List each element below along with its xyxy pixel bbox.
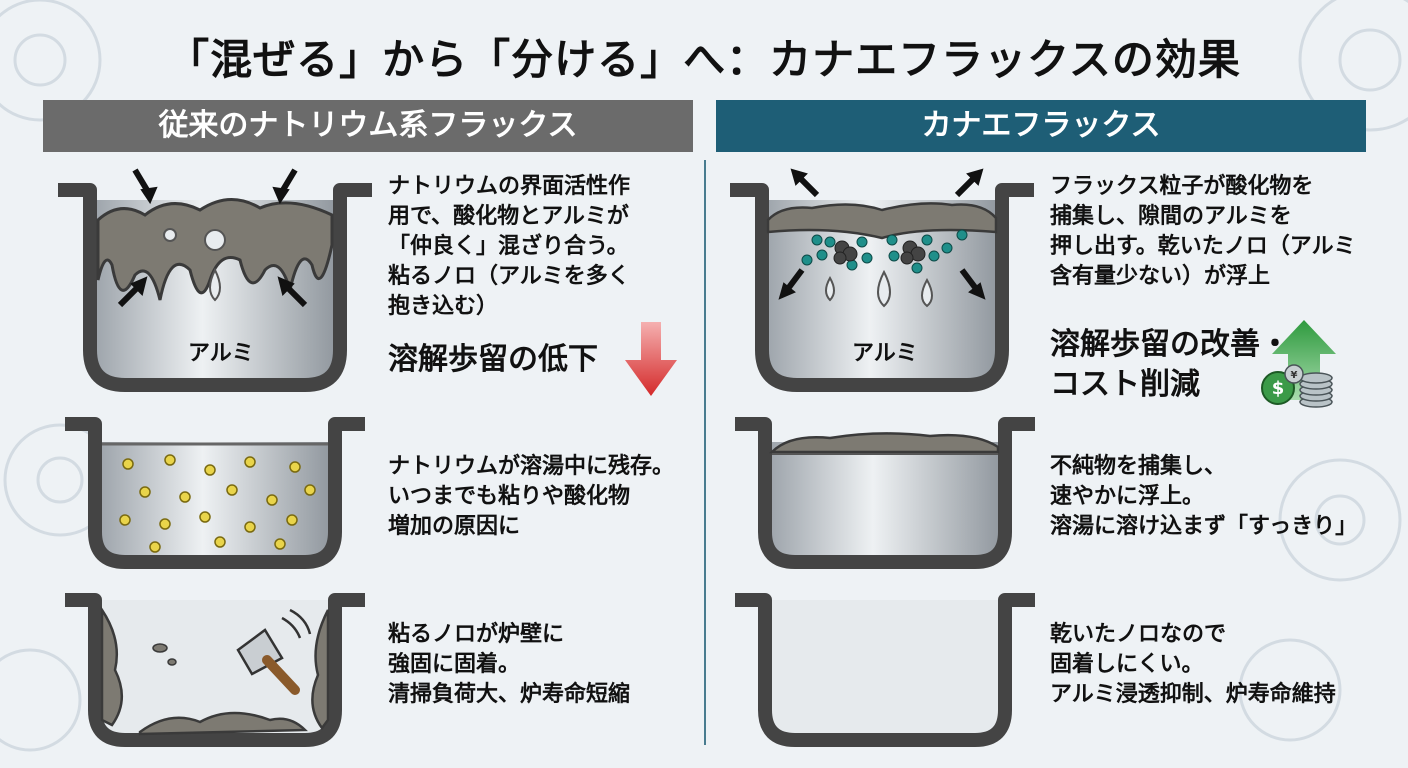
- right-result-text: 溶解歩留の改善・ コスト削減: [1050, 325, 1290, 405]
- down-arrow-icon: [625, 322, 677, 396]
- column-divider: [704, 160, 706, 745]
- right-column-header: カナエフラックス: [716, 100, 1366, 152]
- left-row2-text: ナトリウムが溶湯中に残存。 いつまでも粘りや酸化物 増加の原因に: [388, 452, 674, 542]
- left-row1-text: ナトリウムの界面活性作 用で、酸化物とアルミが 「仲良く」混ざり合う。 粘るノロ…: [388, 172, 630, 322]
- left-pot-label: アルミ: [188, 335, 254, 367]
- right-row2-text: 不純物を捕集し、 速やかに浮上。 溶湯に溶け込まず「すっきり」: [1050, 452, 1357, 542]
- right-pot-empty: [730, 590, 1040, 755]
- svg-text:¥: ¥: [1291, 370, 1298, 381]
- cost-reduction-graphic: $ ¥: [1258, 320, 1340, 410]
- right-pot-label: アルミ: [852, 335, 918, 367]
- svg-text:$: $: [1272, 378, 1285, 399]
- left-row3-text: 粘るノロが炉壁に 強固に固着。 清掃負荷大、炉寿命短縮: [388, 620, 630, 710]
- page-title: 「混ぜる」から「分ける」へ：カナエフラックスの効果: [0, 26, 1408, 87]
- left-pot-residue: [60, 412, 370, 577]
- right-pot-clean: [730, 412, 1040, 577]
- right-row1-text: フラックス粒子が酸化物を 捕集し、隙間のアルミを 押し出す。乾いたノロ（アルミ …: [1050, 172, 1356, 292]
- left-column-header: 従来のナトリウム系フラックス: [43, 100, 693, 152]
- left-result-text: 溶解歩留の低下: [388, 340, 598, 380]
- right-row3-text: 乾いたノロなので 固着しにくい。 アルミ浸透抑制、炉寿命維持: [1050, 620, 1336, 710]
- left-pot-sticking: [60, 590, 370, 755]
